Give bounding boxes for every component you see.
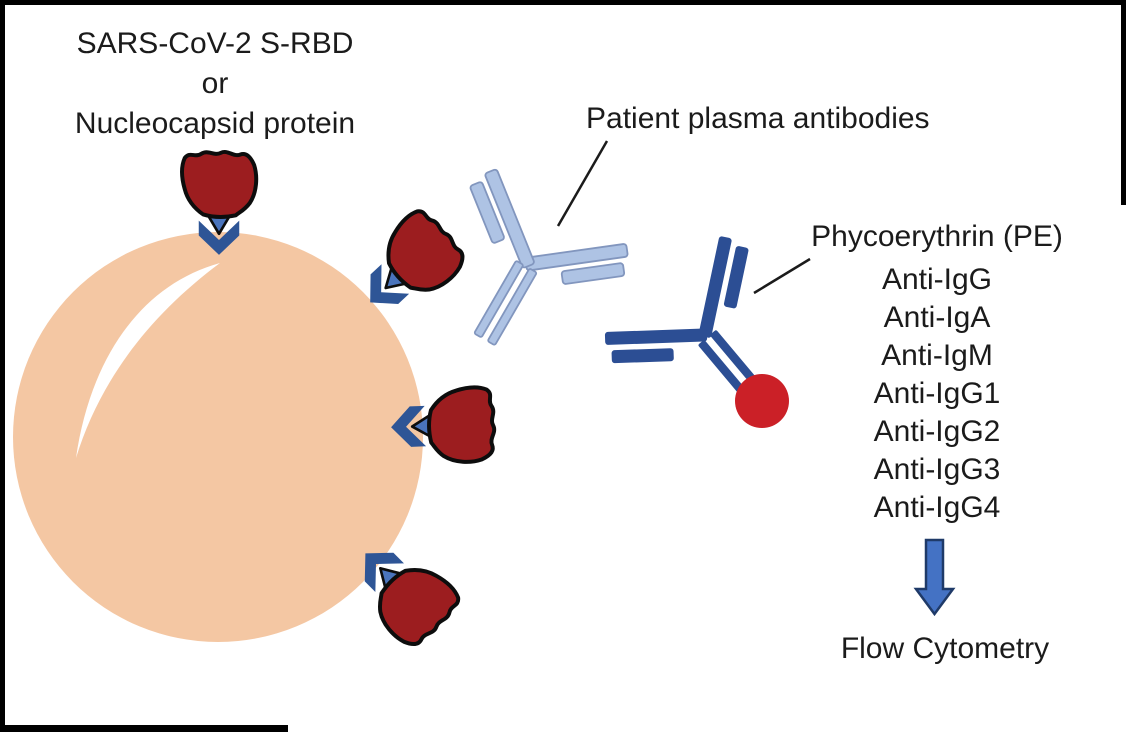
patient-label-leader-line xyxy=(556,140,609,227)
frame-border-top xyxy=(0,0,1126,5)
anti-isotype-item: Anti-IgG4 xyxy=(873,491,1001,524)
bead-protein-label-line3: Nucleocapsid protein xyxy=(74,107,356,140)
bead-protein-label: SARS-CoV-2 S-RBD or Nucleocapsid protein xyxy=(40,24,390,144)
flow-cytometry-label: Flow Cytometry xyxy=(840,632,1050,665)
anti-isotype-item: Anti-IgG2 xyxy=(873,415,1001,448)
pe-label-leader-line xyxy=(753,257,811,295)
flow-arrow-icon xyxy=(913,538,956,617)
bead-protein-label-line1: SARS-CoV-2 S-RBD xyxy=(76,27,354,60)
pe-label: Phycoerythrin (PE) xyxy=(811,220,1063,253)
frame-border-right xyxy=(1121,0,1126,205)
patient-antibody-label: Patient plasma antibodies xyxy=(586,102,930,135)
detection-antibody-list: Phycoerythrin (PE) Anti-IgG Anti-IgA Ant… xyxy=(785,213,1089,527)
anti-isotype-item: Anti-IgG1 xyxy=(873,377,1001,410)
bead-protein-label-line2: or xyxy=(201,67,229,100)
frame-border-left xyxy=(0,0,5,732)
frame-border-bottom xyxy=(0,725,288,732)
anti-isotype-item: Anti-IgA xyxy=(883,301,991,334)
anti-isotype-item: Anti-IgG3 xyxy=(873,453,1001,486)
anti-isotype-item: Anti-IgM xyxy=(881,339,993,372)
capture-bead xyxy=(13,232,423,642)
anti-isotype-item: Anti-IgG xyxy=(881,263,993,296)
pe-fluorophore xyxy=(735,374,789,428)
